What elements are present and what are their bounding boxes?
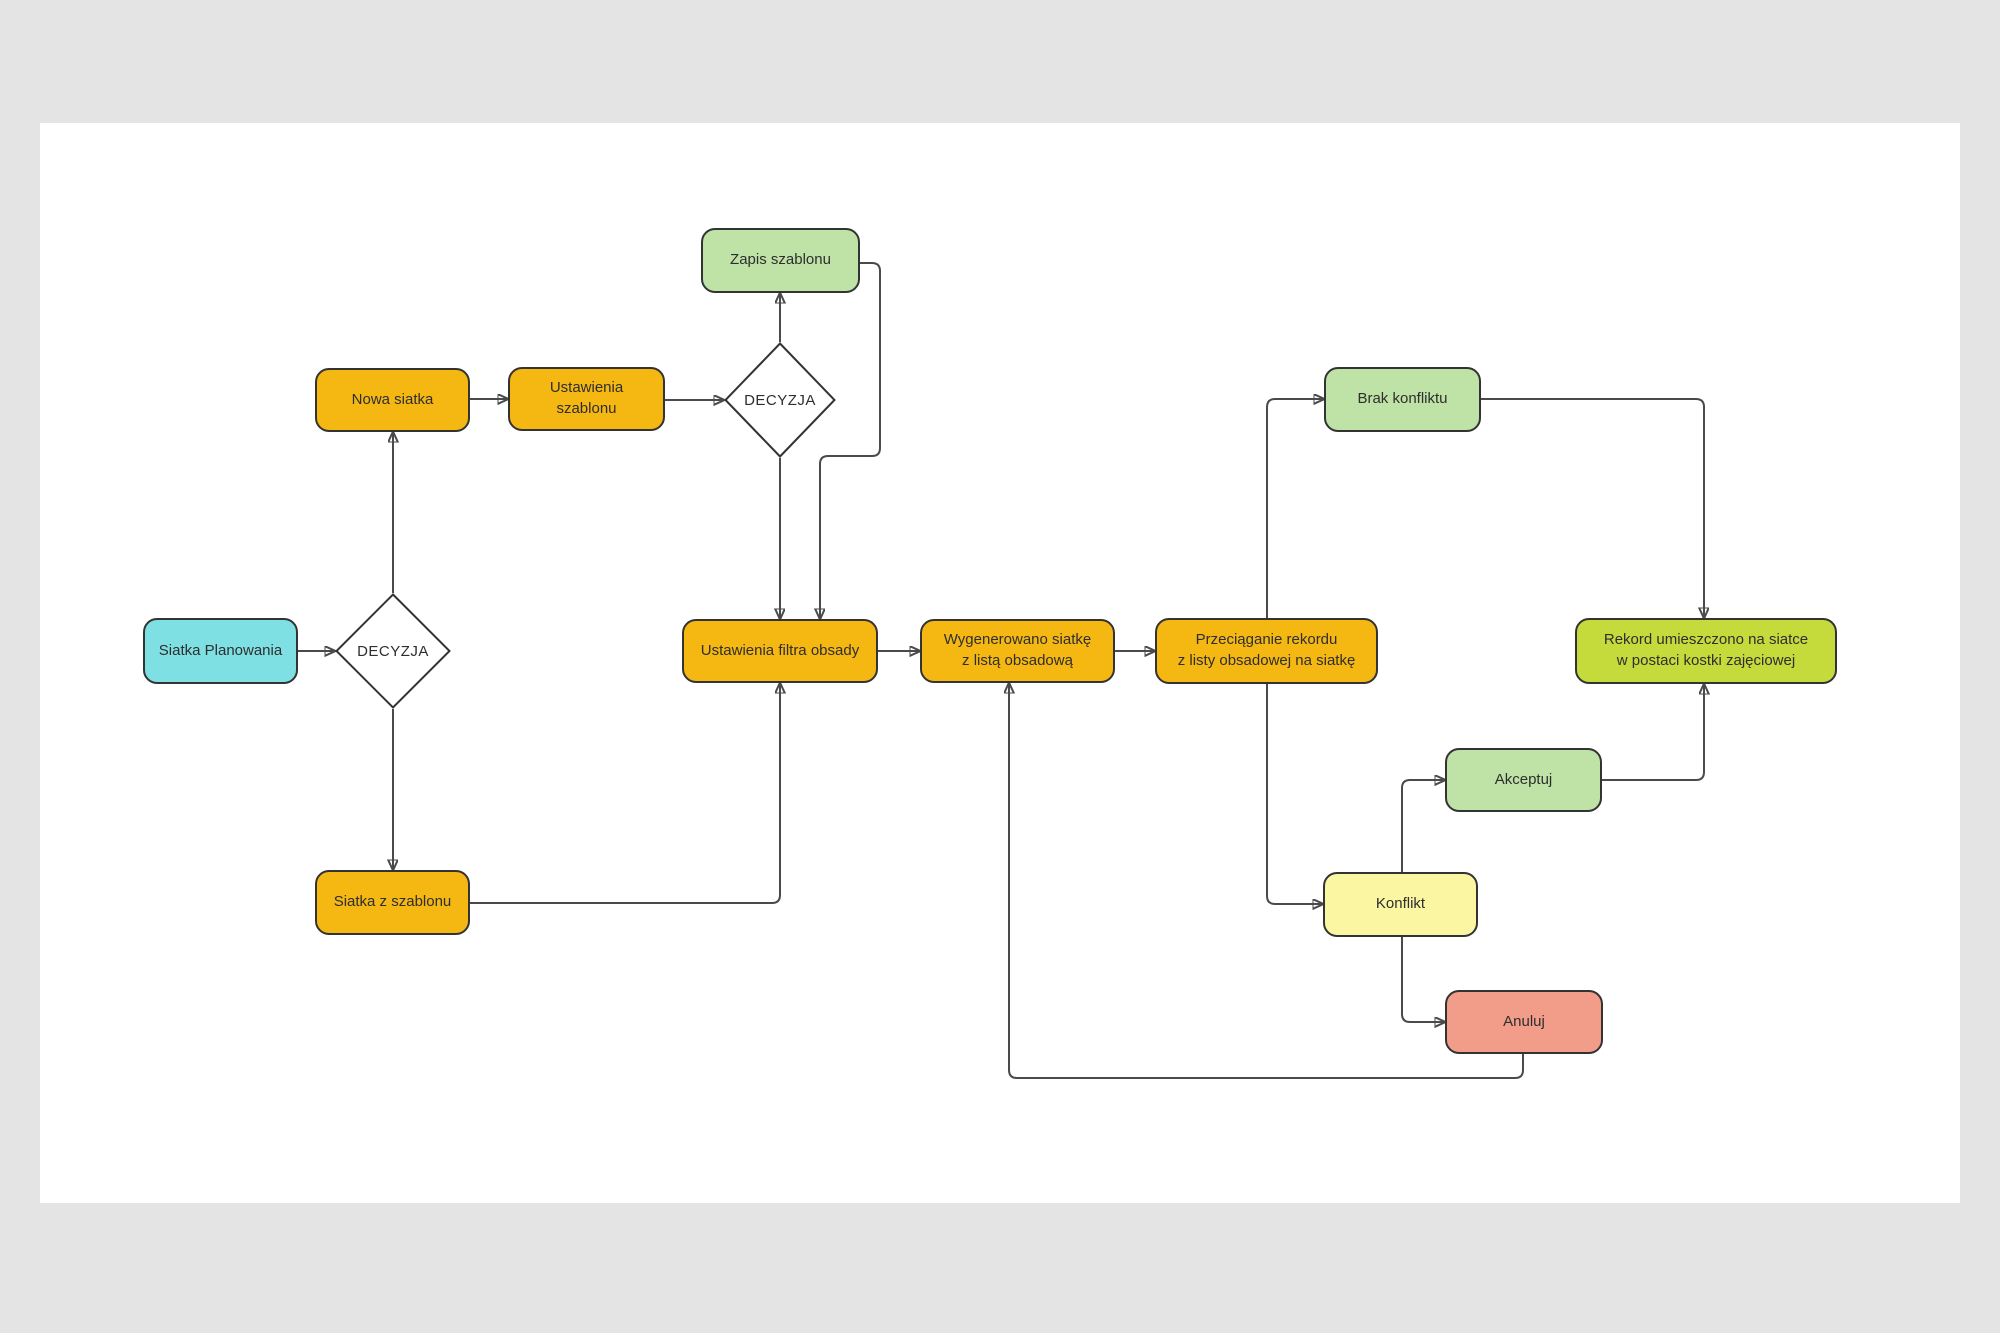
- node-rekord-umieszczono[interactable]: Rekord umieszczono na siatce w postaci k…: [1575, 618, 1837, 684]
- diagram-canvas: Siatka Planowania DECYZJA Nowa siatka Us…: [40, 123, 1960, 1203]
- node-label: DECYZJA: [744, 391, 816, 409]
- node-label: Przeciąganie rekordu z listy obsadowej n…: [1177, 631, 1356, 669]
- node-label: Nowa siatka: [351, 390, 434, 408]
- diamond-shape: [335, 593, 451, 709]
- node-zapis-szablonu[interactable]: Zapis szablonu: [701, 228, 860, 293]
- edge-zapis-szablonu-ustawienia-filtra: [820, 262, 881, 619]
- node-label: Wygenerowano siatkę z listą obsadową: [943, 631, 1092, 669]
- node-akceptuj[interactable]: Akceptuj: [1445, 748, 1602, 812]
- edge-konflikt-akceptuj: [1401, 780, 1445, 872]
- node-nowa-siatka[interactable]: Nowa siatka: [315, 368, 470, 432]
- node-siatka-planowania[interactable]: Siatka Planowania: [143, 618, 298, 684]
- edge-konflikt-anuluj: [1401, 937, 1445, 1022]
- diamond-shape: [724, 342, 836, 458]
- node-anuluj[interactable]: Anuluj: [1445, 990, 1603, 1054]
- connector-layer: [298, 262, 1960, 1079]
- node-wygenerowano-siatke[interactable]: Wygenerowano siatkę z listą obsadową: [920, 619, 1115, 683]
- node-label: Zapis szablonu: [730, 251, 831, 269]
- node-decyzja-1[interactable]: DECYZJA: [335, 593, 451, 709]
- node-label: Ustawienia szablonu: [549, 379, 624, 417]
- node-siatka-z-szablonu[interactable]: Siatka z szablonu: [315, 870, 470, 935]
- node-label: Rekord umieszczono na siatce w postaci k…: [1603, 631, 1809, 669]
- node-label: Siatka Planowania: [158, 641, 283, 659]
- node-label: Anuluj: [1503, 1012, 1545, 1030]
- edge-brak-konfliktu-rekord: [1481, 398, 1704, 618]
- node-label: Akceptuj: [1494, 770, 1553, 788]
- node-label: Siatka z szablonu: [333, 893, 452, 911]
- node-konflikt[interactable]: Konflikt: [1323, 872, 1478, 937]
- node-ustawienia-filtra-obsady[interactable]: Ustawienia filtra obsady: [682, 619, 878, 683]
- node-decyzja-2[interactable]: DECYZJA: [724, 342, 836, 458]
- node-label: Brak konfliktu: [1357, 390, 1448, 408]
- edge-przeciaganie-konflikt: [1266, 684, 1323, 904]
- edge-anuluj-wygenerowano: [1009, 683, 1524, 1079]
- node-brak-konfliktu[interactable]: Brak konfliktu: [1324, 367, 1481, 432]
- node-label: Konflikt: [1375, 895, 1426, 913]
- edge-przeciaganie-brak-konfliktu: [1266, 399, 1324, 618]
- edge-akceptuj-rekord: [1602, 684, 1704, 781]
- edge-siatka-z-szablonu-ustawienia-filtra: [470, 683, 780, 904]
- node-label: DECYZJA: [357, 642, 429, 660]
- node-ustawienia-szablonu[interactable]: Ustawienia szablonu: [508, 367, 665, 431]
- node-label: Ustawienia filtra obsady: [700, 641, 860, 659]
- node-przeciaganie-rekordu[interactable]: Przeciąganie rekordu z listy obsadowej n…: [1155, 618, 1378, 684]
